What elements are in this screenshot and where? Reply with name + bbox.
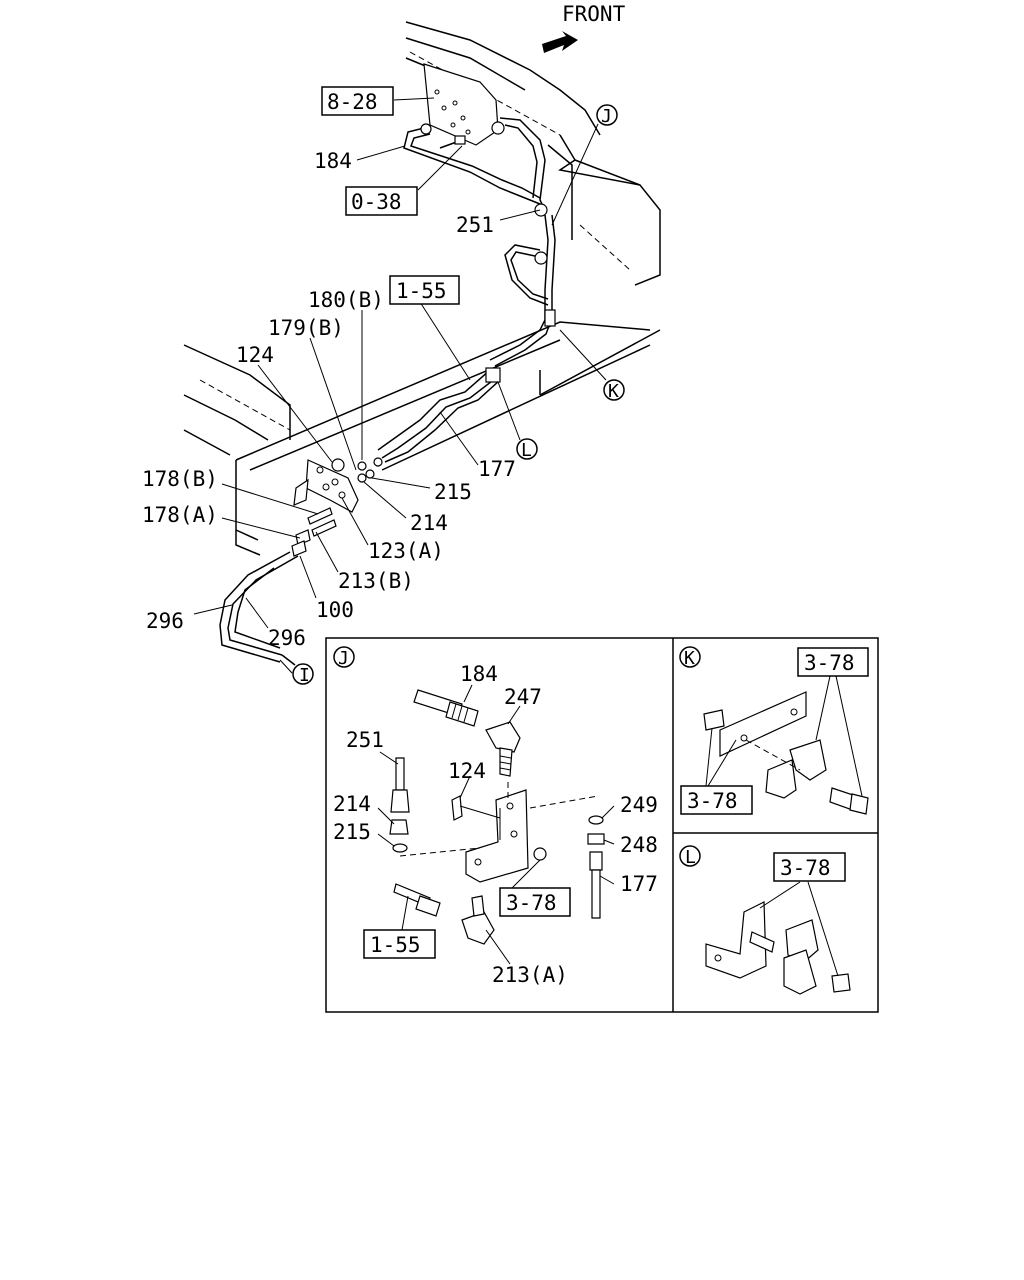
- detail-j-panel: J: [333, 646, 658, 987]
- svg-text:K: K: [608, 381, 619, 402]
- ref-box-1-55: 1-55: [389, 275, 460, 305]
- detail-j-ref-box-3-78: 3-78: [499, 887, 571, 917]
- front-arrow-icon: [542, 31, 578, 53]
- label-214: 214: [410, 511, 448, 535]
- detail-j-label-214: 214: [333, 792, 371, 816]
- svg-text:3-78: 3-78: [780, 856, 831, 880]
- front-label: FRONT: [562, 2, 626, 26]
- callout-l-circle-icon: L: [516, 438, 538, 461]
- detail-j-label-248: 248: [620, 833, 658, 857]
- label-123a: 123(A): [368, 539, 444, 563]
- ref-box-8-28: 8-28: [321, 86, 394, 116]
- detail-j-label-124: 124: [448, 759, 486, 783]
- callout-i-circle-icon: I: [292, 663, 314, 686]
- ref-box-0-38: 0-38: [345, 186, 418, 216]
- svg-text:K: K: [684, 648, 695, 669]
- detail-k-ref-box-top: 3-78: [797, 647, 869, 677]
- detail-k-ref-box-bottom: 3-78: [680, 785, 753, 815]
- detail-k-tag-icon: K: [679, 646, 701, 669]
- label-179b: 179(B): [268, 316, 344, 340]
- detail-l-panel: L 3-78: [679, 845, 851, 995]
- label-213b: 213(B): [338, 569, 414, 593]
- frame-structure: [183, 21, 661, 556]
- detail-j-label-247: 247: [504, 685, 542, 709]
- label-296-b: 296: [268, 626, 306, 650]
- svg-text:1-55: 1-55: [370, 933, 421, 957]
- callout-j-circle-icon: J: [596, 104, 618, 127]
- detail-l-tag-icon: L: [679, 845, 701, 868]
- detail-j-label-215: 215: [333, 820, 371, 844]
- callout-k-circle-icon: K: [603, 379, 625, 402]
- detail-j-label-251: 251: [346, 728, 384, 752]
- label-184: 184: [314, 149, 352, 173]
- svg-text:J: J: [601, 106, 612, 127]
- label-180b: 180(B): [308, 288, 384, 312]
- label-251: 251: [456, 213, 494, 237]
- detail-j-label-249: 249: [620, 793, 658, 817]
- svg-text:3-78: 3-78: [687, 789, 738, 813]
- svg-text:1-55: 1-55: [396, 279, 447, 303]
- detail-l-ref-box-top: 3-78: [773, 852, 846, 882]
- label-124: 124: [236, 343, 274, 367]
- detail-j-ref-box-1-55: 1-55: [363, 929, 436, 959]
- detail-j-label-213a: 213(A): [492, 963, 568, 987]
- leader-lines: [193, 97, 607, 674]
- detail-k-panel: K 3-78 3-78: [679, 646, 869, 815]
- detail-panels-frame: [325, 637, 879, 1013]
- label-178b: 178(B): [142, 467, 218, 491]
- svg-text:3-78: 3-78: [506, 891, 557, 915]
- label-177: 177: [478, 457, 516, 481]
- label-296-a: 296: [146, 609, 184, 633]
- svg-text:8-28: 8-28: [327, 90, 378, 114]
- svg-text:L: L: [685, 847, 696, 868]
- svg-text:I: I: [299, 665, 310, 686]
- detail-j-tag-icon: J: [333, 646, 355, 669]
- distribution-block: [219, 457, 383, 666]
- label-100: 100: [316, 598, 354, 622]
- svg-text:0-38: 0-38: [351, 190, 402, 214]
- detail-j-label-184: 184: [460, 662, 498, 686]
- detail-j-label-177: 177: [620, 872, 658, 896]
- svg-text:3-78: 3-78: [804, 651, 855, 675]
- label-215: 215: [434, 480, 472, 504]
- svg-text:J: J: [338, 648, 349, 669]
- svg-text:L: L: [521, 440, 532, 461]
- brake-pipes: [377, 117, 556, 463]
- label-178a: 178(A): [142, 503, 218, 527]
